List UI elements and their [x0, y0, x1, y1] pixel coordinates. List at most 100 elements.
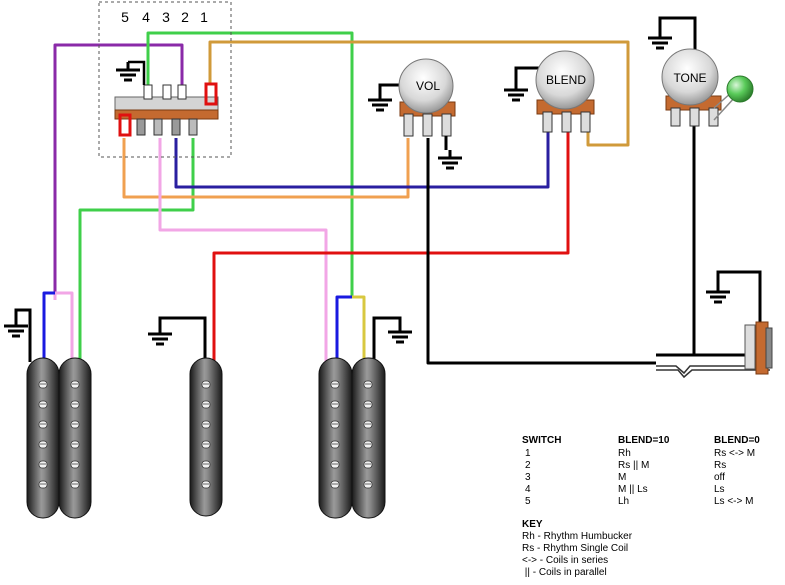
pickup-selector-switch: 5 4 3 2 1 — [98, 1, 232, 158]
key-line: || - Coils in parallel — [522, 567, 607, 578]
wire-green-bridge — [146, 31, 354, 298]
blend-pot: BLEND — [502, 50, 595, 133]
key-title: KEY — [522, 519, 543, 530]
pole-piece — [70, 460, 80, 469]
table-header: BLEND=0 — [714, 435, 760, 446]
pole-piece — [38, 400, 48, 409]
wire-red — [212, 125, 570, 362]
table-cell: 5 — [525, 496, 531, 507]
pole-piece — [201, 440, 211, 449]
pole-piece — [201, 460, 211, 469]
table-cell: 4 — [525, 484, 531, 495]
table-cell: 2 — [525, 460, 531, 471]
pole-piece — [38, 380, 48, 389]
pole-piece — [38, 420, 48, 429]
switch-number: 2 — [181, 9, 189, 25]
ground-icon — [646, 28, 674, 50]
potentiometer-icon — [535, 50, 595, 110]
wire-pink-switch — [158, 138, 328, 362]
blend-label: BLEND — [546, 73, 586, 87]
wire-black-tone — [656, 125, 696, 357]
ground-icon — [704, 282, 732, 304]
wire-black-vol — [426, 138, 656, 365]
pole-piece — [363, 380, 373, 389]
table-header: SWITCH — [522, 435, 561, 446]
switch-base — [114, 109, 219, 120]
table-cell: 1 — [525, 448, 531, 459]
pole-piece — [70, 480, 80, 489]
pole-piece — [363, 400, 373, 409]
wire-green-neck — [78, 138, 195, 362]
key-line: Rs - Rhythm Single Coil — [522, 543, 628, 554]
capacitor-icon — [726, 75, 754, 103]
ground-icon — [502, 80, 530, 102]
table-cell: off — [714, 472, 725, 483]
table-header: BLEND=10 — [618, 435, 670, 446]
wire-navy — [174, 125, 550, 189]
pole-piece — [363, 420, 373, 429]
middle-single-coil — [189, 357, 223, 517]
switch-outline — [98, 1, 232, 158]
wire-pink-neck — [53, 291, 74, 362]
wire-blue-neck — [42, 291, 55, 362]
wire-orange — [122, 138, 410, 199]
switch-table: SWITCH BLEND=10 BLEND=0 1 Rh Rs <-> M 2 … — [522, 435, 760, 507]
table-cell: M — [618, 472, 626, 483]
pole-piece — [330, 420, 340, 429]
pole-piece — [330, 460, 340, 469]
switch-number: 5 — [121, 9, 129, 25]
switch-lug-highlight — [118, 113, 132, 137]
pole-piece — [70, 420, 80, 429]
wires — [42, 31, 760, 365]
switch-number: 1 — [200, 9, 208, 25]
ground-icon — [436, 148, 464, 170]
wire-yellow-bridge — [352, 295, 366, 362]
pickup-icon — [189, 357, 223, 517]
table-cell: Lh — [618, 496, 629, 507]
key-line: <-> - Coils in series — [522, 555, 608, 566]
table-cell: Rs || M — [618, 460, 649, 471]
volume-pot: VOL — [366, 58, 464, 170]
table-cell: Ls — [714, 484, 725, 495]
output-jack-icon — [656, 270, 773, 379]
pickup-grounds — [2, 308, 414, 362]
switch-lug-highlight — [204, 82, 218, 106]
pole-piece — [330, 380, 340, 389]
table-cell: Rs — [714, 460, 726, 471]
pole-piece — [363, 480, 373, 489]
pole-piece — [70, 440, 80, 449]
pole-piece — [38, 480, 48, 489]
pole-piece — [330, 440, 340, 449]
pole-piece — [38, 460, 48, 469]
key-line: Rh - Rhythm Humbucker — [522, 531, 633, 542]
ground-icon — [386, 322, 414, 344]
pole-piece — [201, 380, 211, 389]
potentiometer-icon — [661, 48, 719, 106]
switch-number: 3 — [162, 9, 170, 25]
legend-key: KEY Rh - Rhythm Humbucker Rs - Rhythm Si… — [522, 519, 633, 578]
ground-icon — [2, 316, 30, 338]
pole-piece — [330, 480, 340, 489]
pole-piece — [363, 460, 373, 469]
ground-icon — [114, 60, 142, 82]
pole-piece — [201, 400, 211, 409]
pickup-icon — [58, 357, 92, 519]
switch-number: 4 — [142, 9, 150, 25]
pole-piece — [70, 380, 80, 389]
wire-blue-bridge — [335, 295, 352, 362]
pole-piece — [201, 480, 211, 489]
table-cell: Rh — [618, 448, 631, 459]
pole-piece — [330, 400, 340, 409]
table-cell: Rs <-> M — [714, 448, 755, 459]
wire-tan — [208, 40, 630, 147]
pole-piece — [363, 440, 373, 449]
vol-label: VOL — [416, 79, 440, 93]
pole-piece — [70, 400, 80, 409]
pole-piece — [38, 440, 48, 449]
wire-purple — [53, 43, 184, 300]
neck-humbucker — [26, 357, 92, 519]
pickup-icon — [351, 357, 386, 519]
tone-label: TONE — [673, 71, 706, 85]
ground-icon — [366, 90, 394, 112]
